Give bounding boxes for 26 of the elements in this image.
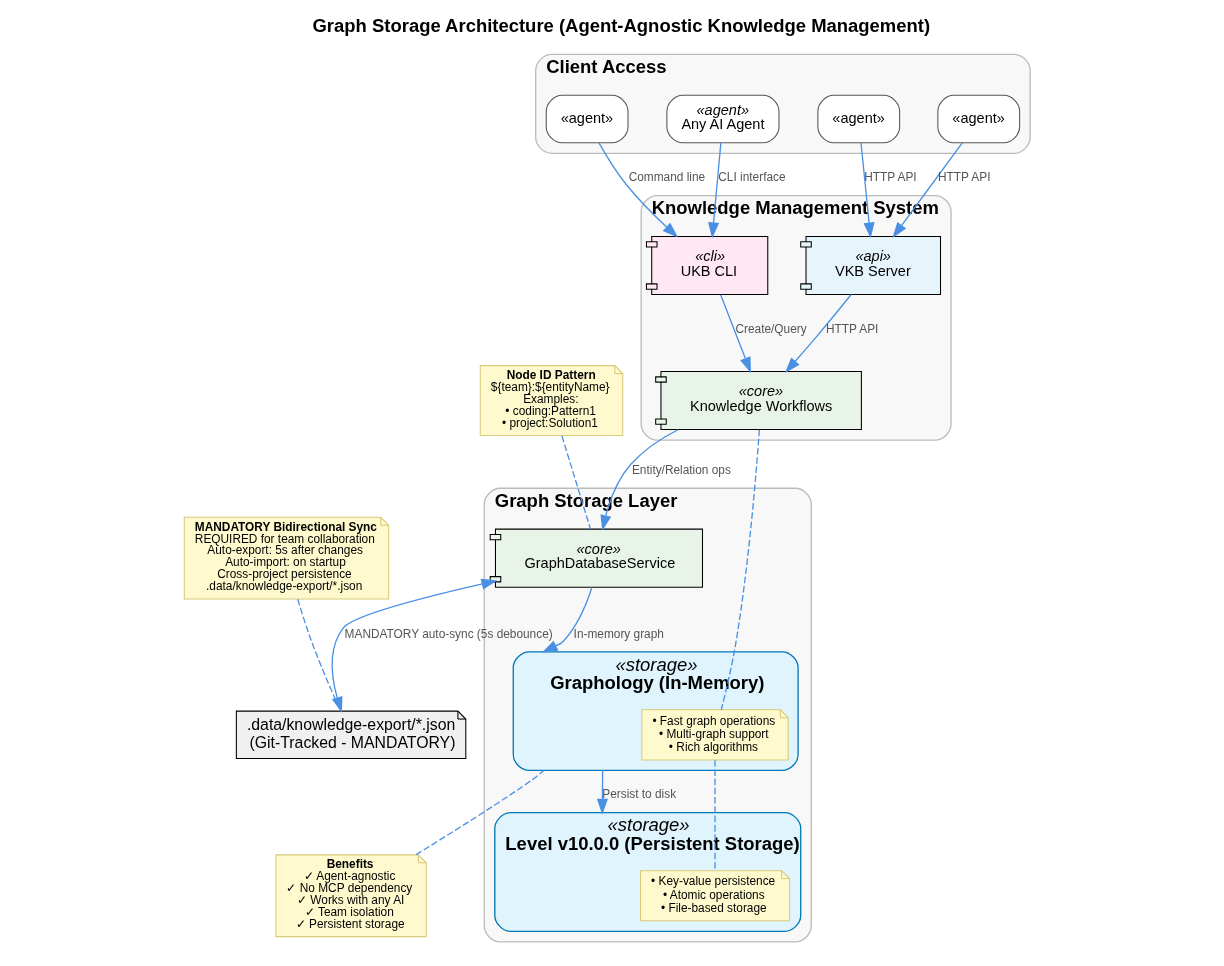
connector bbox=[720, 429, 760, 711]
edge-label: In-memory graph bbox=[573, 626, 664, 641]
connector bbox=[560, 435, 591, 530]
arrow bbox=[597, 142, 678, 238]
diagram-title: Graph Storage Architecture (Agent-Agnostic Knowledge Management) bbox=[312, 15, 930, 37]
edge-label: Entity/Relation ops bbox=[631, 463, 731, 478]
arrow bbox=[719, 294, 751, 374]
edge-label: HTTP API bbox=[937, 170, 990, 185]
edge-label: MANDATORY auto-sync (5s debounce) bbox=[344, 626, 553, 641]
arrow bbox=[596, 769, 608, 815]
edge-label: Persist to disk bbox=[601, 787, 676, 802]
connector bbox=[414, 769, 544, 856]
edge-label: Command line bbox=[628, 170, 705, 185]
node-box: «agent» Any AI Agent bbox=[665, 94, 779, 144]
arrow bbox=[541, 586, 593, 653]
edge-label: HTTP API bbox=[825, 321, 878, 336]
arrow bbox=[707, 142, 722, 239]
node-box: «agent» bbox=[545, 94, 628, 144]
edge-label: Create/Query bbox=[734, 321, 807, 336]
node-box: «agent» bbox=[816, 94, 900, 144]
edge-label: CLI interface bbox=[717, 170, 786, 185]
arrow bbox=[859, 142, 875, 239]
node-box: «agent» bbox=[936, 94, 1020, 144]
arrow bbox=[599, 429, 678, 531]
edge-label: HTTP API bbox=[863, 170, 917, 185]
arrow bbox=[784, 293, 852, 373]
